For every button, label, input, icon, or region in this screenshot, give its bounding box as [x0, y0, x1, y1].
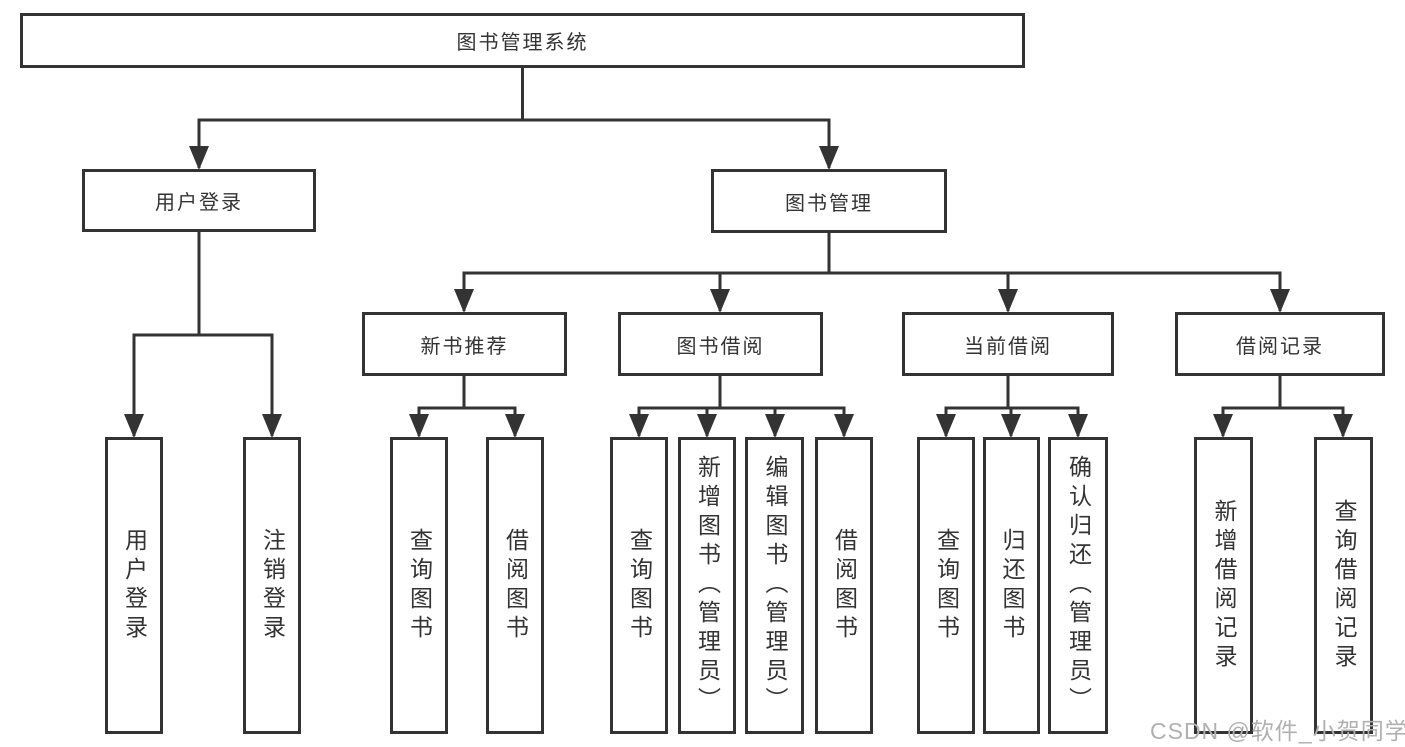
node-new-book-recommend-label: 新书推荐 [420, 335, 509, 358]
leaf-bb-borrow-book-label: 借阅图书 [831, 527, 858, 644]
leaf-cb-confirm-return-label: 确认归还（管理员） [1065, 455, 1092, 716]
leaf-node-rec-query-book: 查询图书 [390, 437, 448, 734]
leaf-logout-label: 注销登录 [259, 527, 286, 644]
connector-user-login-children [132, 232, 274, 436]
leaf-cb-query-book-label: 查询图书 [933, 527, 960, 644]
arrowhead [834, 414, 854, 438]
node-borrowing-records: 借阅记录 [1175, 312, 1385, 376]
node-new-book-recommend: 新书推荐 [362, 312, 567, 376]
arrowhead [124, 414, 144, 438]
leaf-node-bb-query-book: 查询图书 [610, 437, 668, 734]
leaf-rec-query-book-label: 查询图书 [406, 527, 433, 644]
arrowhead [1068, 414, 1088, 438]
node-book-management-label: 图书管理 [785, 192, 873, 215]
arrowhead [454, 289, 474, 313]
arrowhead [1001, 414, 1021, 438]
leaf-bb-add-book-label: 新增图书（管理员） [694, 455, 721, 716]
connector-book-management-children [462, 233, 1282, 311]
arrowhead [819, 146, 839, 170]
leaf-br-add-record-label: 新增借阅记录 [1211, 498, 1237, 673]
csdn-watermark: CSDN @软件_小贺同学 [1150, 718, 1405, 744]
arrowhead [262, 414, 282, 438]
connector-borrowing-records-children [1221, 376, 1345, 436]
node-book-borrowing-label: 图书借阅 [676, 335, 765, 358]
arrowhead [1213, 414, 1233, 438]
arrowhead [697, 414, 717, 438]
leaf-node-br-query-record: 查询借阅记录 [1314, 437, 1373, 734]
leaf-node-bb-edit-book: 编辑图书（管理员） [745, 437, 804, 734]
leaf-node-bb-add-book: 新增图书（管理员） [678, 437, 736, 734]
arrowhead [629, 414, 649, 438]
leaf-node-cb-query-book: 查询图书 [917, 437, 975, 734]
arrowhead [998, 289, 1018, 313]
arrowhead [189, 146, 209, 170]
leaf-rec-borrow-book-label: 借阅图书 [502, 527, 529, 644]
leaf-node-cb-confirm-return: 确认归还（管理员） [1048, 437, 1108, 734]
arrowhead [409, 414, 429, 438]
node-borrowing-records-label: 借阅记录 [1236, 335, 1324, 358]
connector-root-to-level2 [197, 68, 831, 168]
node-user-login-label: 用户登录 [155, 192, 243, 214]
node-root-label: 图书管理系统 [456, 32, 589, 54]
leaf-node-rec-borrow-book: 借阅图书 [486, 437, 544, 734]
node-current-borrowing: 当前借阅 [902, 312, 1114, 376]
arrowhead [1270, 289, 1290, 313]
leaf-user-login-label: 用户登录 [121, 527, 148, 644]
node-current-borrowing-label: 当前借阅 [964, 335, 1052, 358]
arrowhead [710, 289, 730, 313]
arrowhead [1333, 414, 1353, 438]
node-user-login: 用户登录 [82, 169, 316, 232]
leaf-br-query-record-label: 查询借阅记录 [1331, 498, 1357, 673]
leaf-node-br-add-record: 新增借阅记录 [1194, 437, 1253, 734]
connector-new-book-recommend-children [417, 376, 517, 436]
node-book-borrowing: 图书借阅 [618, 312, 823, 376]
arrowhead [765, 414, 785, 438]
node-book-management: 图书管理 [711, 169, 947, 233]
leaf-bb-edit-book-label: 编辑图书（管理员） [762, 455, 788, 716]
leaf-node-logout: 注销登录 [243, 437, 301, 734]
leaf-node-user-login: 用户登录 [105, 437, 163, 734]
node-root: 图书管理系统 [20, 13, 1025, 68]
arrowhead [936, 414, 956, 438]
leaf-node-cb-return-book: 归还图书 [983, 437, 1040, 734]
arrowhead [505, 414, 525, 438]
leaf-cb-return-book-label: 归还图书 [999, 527, 1025, 644]
leaf-node-bb-borrow-book: 借阅图书 [815, 437, 873, 734]
connector-book-borrowing-children [637, 376, 846, 436]
leaf-bb-query-book-label: 查询图书 [626, 527, 653, 644]
